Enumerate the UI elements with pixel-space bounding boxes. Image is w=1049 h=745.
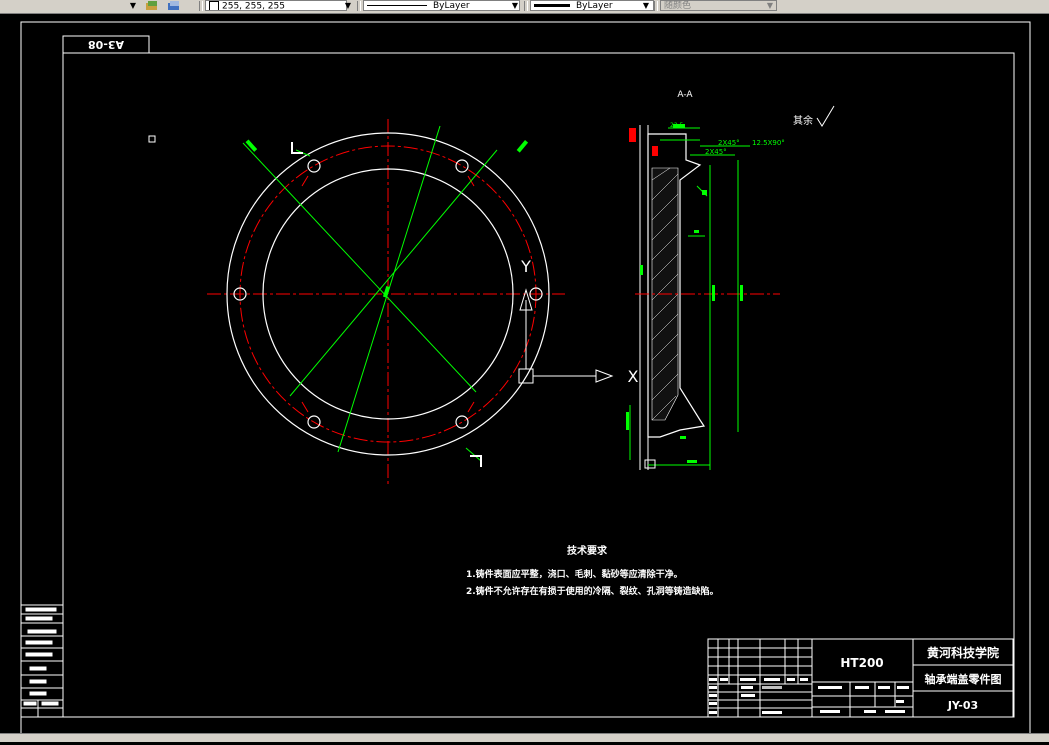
tech-req-2: 2.铸件不允许存在有损于使用的冷隔、裂纹、孔洞等铸造缺陷。 [466,585,719,597]
section-view [626,124,780,470]
linetype-preview-icon [367,5,427,6]
color-swatch-icon [209,1,219,10]
grip-marker [148,135,156,143]
ucs-y-label: Y [520,257,531,276]
dropdown-arrow-icon[interactable]: ▼ [129,1,137,10]
title-block-small-text [709,678,909,714]
dim-chamfer-2: 2X45° [705,148,727,156]
dim-chamfer-1: 2X45° [718,139,740,147]
layer-states-icon[interactable] [145,0,159,12]
linetype-combo-value: ByLayer [433,1,470,11]
tech-req-title: 技术要求 [567,544,608,557]
ucs-x-label: X [628,367,639,386]
rotated-tag-text: A3-08 [88,38,124,51]
surface-finish-symbol-icon [816,105,835,127]
color-combo[interactable]: 255, 255, 255 [205,0,347,11]
dim-countersink: 12.5X90° [752,139,785,147]
lineweight-combo-value: ByLayer [576,1,613,11]
ucs-icon [518,288,614,384]
toolbar-separator [524,1,528,11]
bolt-holes [233,159,543,429]
drawing-canvas[interactable]: A3-08 [0,14,1049,741]
section-view-label: A-A [677,90,693,100]
left-binding-table [20,604,64,718]
plotstyle-combo-value: 随颜色 [664,1,692,11]
outer-circle [226,132,550,456]
layer-previous-icon[interactable] [167,0,181,12]
plotstyle-dropdown-arrow-icon: ▼ [766,1,774,10]
inner-circle [262,168,514,420]
lineweight-preview-icon [534,4,570,7]
section-markers [291,142,482,467]
bolt-circle [239,145,537,443]
linetype-combo[interactable]: ByLayer [363,0,520,11]
lineweight-combo[interactable]: ByLayer [530,0,654,11]
front-view [207,119,565,487]
toolbar-separator [357,1,361,11]
tech-req-1: 1.铸件表面应平整，浇口、毛刺、黏砂等应清除干净。 [466,568,683,580]
title-part-name: 轴承端盖零件图 [925,672,1002,686]
sheet-inner-border [62,52,1015,718]
surface-finish-note: 其余 [793,114,813,127]
lineweight-dropdown-arrow-icon[interactable]: ▼ [642,1,650,10]
title-block [707,638,1014,718]
cad-drawing: A3-08 [20,21,1031,735]
title-drawing-no: JY-03 [947,699,978,712]
rotated-tag-box [62,35,150,54]
title-school: 黄河科技学院 [927,645,999,660]
toolbar-separator [654,1,658,11]
toolbar-separator [199,1,203,11]
color-dropdown-arrow-icon[interactable]: ▼ [344,1,352,10]
status-strip [0,733,1049,742]
properties-toolbar: ▼ 255, 255, 255 ▼ ByLayer ▼ ByLayer ▼ 随颜… [0,0,1049,14]
plotstyle-combo: 随颜色 [660,0,777,11]
dim-top: 22.5 [670,122,684,129]
linetype-dropdown-arrow-icon[interactable]: ▼ [511,1,519,10]
color-combo-value: 255, 255, 255 [222,1,285,11]
diameter-dimensions [242,125,529,462]
title-material: HT200 [840,656,883,670]
